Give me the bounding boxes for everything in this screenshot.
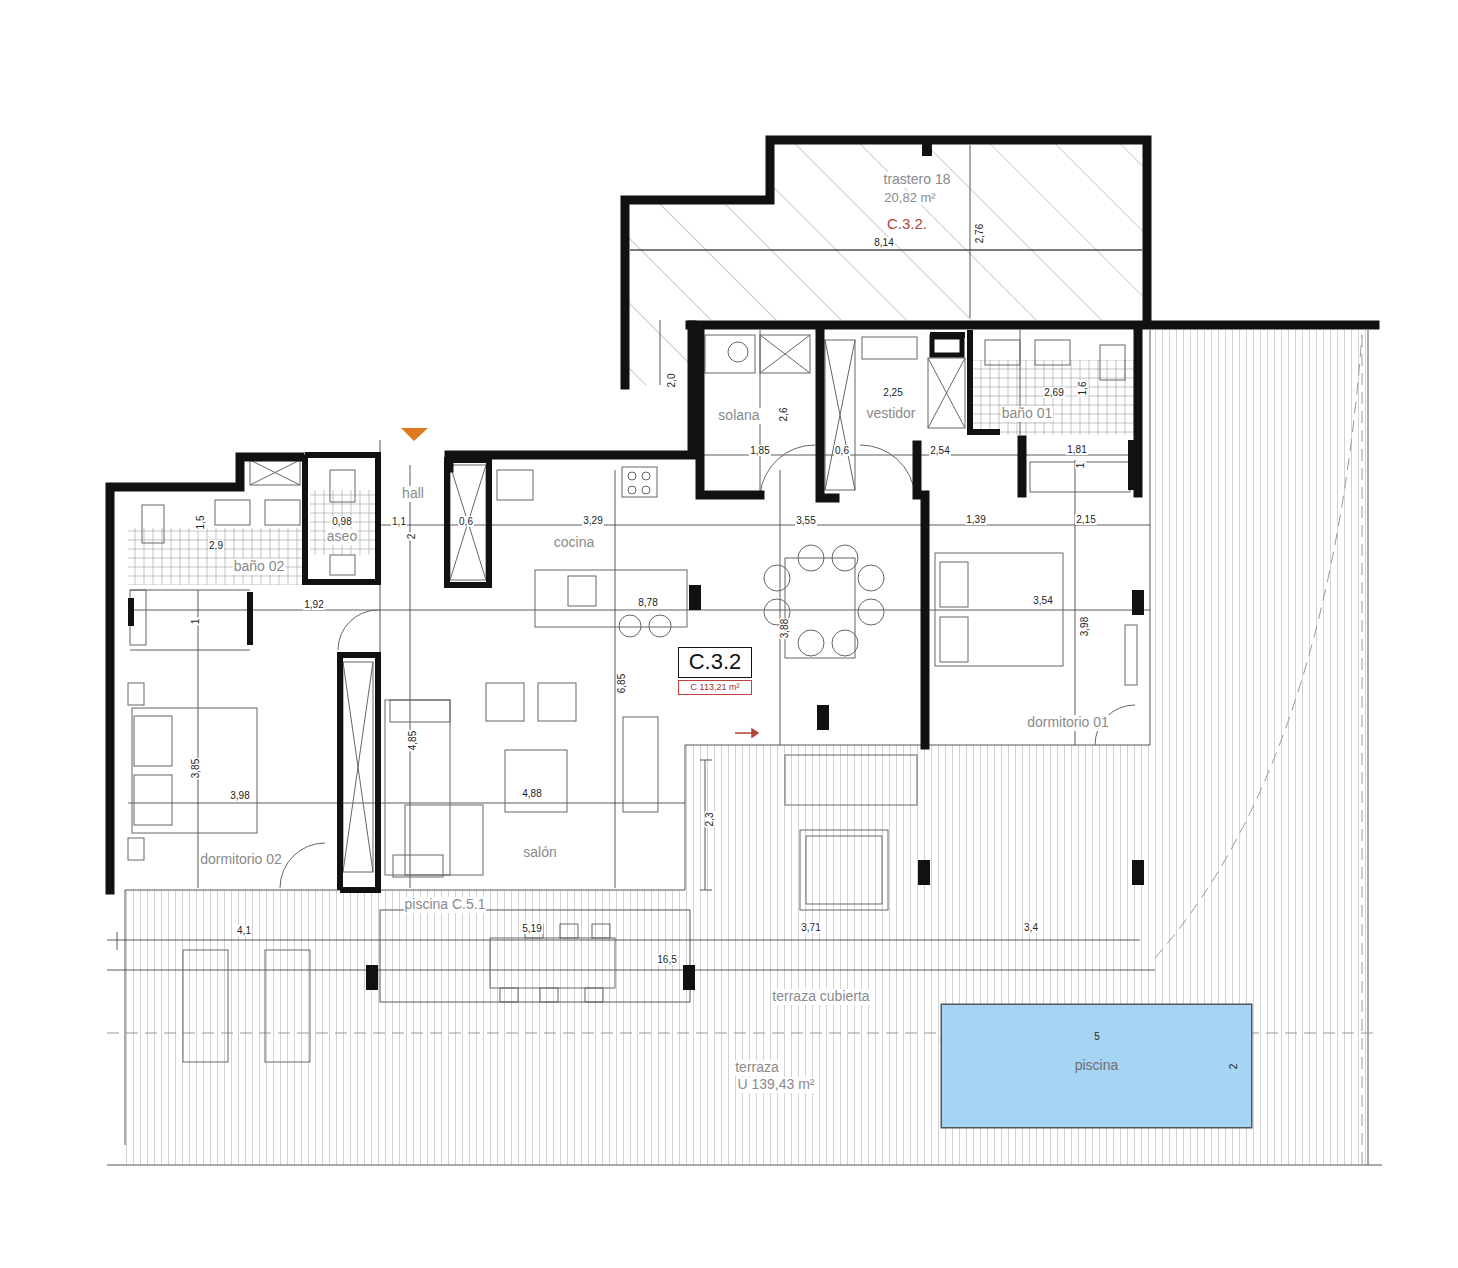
room-name: vestidor bbox=[865, 406, 916, 421]
dimension-label: 1,81 bbox=[1066, 444, 1087, 455]
room-name: solana bbox=[717, 408, 760, 423]
room-name: piscina C.5.1 bbox=[404, 897, 487, 912]
dimension-label: 1,85 bbox=[749, 445, 770, 456]
dimension-label: 2,54 bbox=[929, 445, 950, 456]
columns bbox=[128, 140, 1144, 990]
dimension-label: 8,14 bbox=[873, 237, 894, 248]
dimension-label: 5 bbox=[1093, 1031, 1101, 1042]
dimension-label: 4,88 bbox=[521, 788, 542, 799]
room-name: baño 02 bbox=[233, 559, 286, 574]
furniture bbox=[128, 335, 1137, 1062]
dimension-label: 2,0 bbox=[667, 372, 678, 388]
room-name: dormitorio 01 bbox=[1026, 715, 1110, 730]
dimension-label: 2,6 bbox=[779, 406, 790, 422]
terrace-deck bbox=[125, 330, 1368, 1165]
dimension-label: 16,5 bbox=[656, 954, 677, 965]
dimension-label: 2,76 bbox=[975, 222, 986, 243]
dimension-label: 0,98 bbox=[331, 516, 352, 527]
room-name: U 139,43 m² bbox=[736, 1077, 815, 1092]
node-text: C.3.2 bbox=[689, 650, 742, 674]
dimension-label: 3,54 bbox=[1032, 595, 1053, 606]
room-name: 20,82 m² bbox=[883, 191, 936, 205]
room-name: C.3.2. bbox=[886, 216, 928, 233]
dimension-label: 2,3 bbox=[705, 811, 716, 827]
room-name: terraza cubierta bbox=[771, 989, 870, 1004]
thin-lines bbox=[107, 145, 1382, 1165]
pool-box: piscina bbox=[941, 1004, 1252, 1128]
dimension-label: 1,1 bbox=[391, 516, 407, 527]
dimension-label: 3,4 bbox=[1023, 922, 1039, 933]
dimension-label: 2 bbox=[407, 532, 418, 540]
bath-tiles bbox=[128, 528, 303, 585]
dimension-label: 0,6 bbox=[458, 516, 474, 527]
dimension-label: 3,98 bbox=[229, 790, 250, 801]
dimension-label: 3,88 bbox=[780, 617, 791, 638]
dimension-label: 2,9 bbox=[208, 540, 224, 551]
walls bbox=[250, 330, 1000, 890]
shaft bbox=[932, 337, 962, 355]
dimension-label: 1,6 bbox=[1078, 380, 1089, 396]
dimension-label: 5,19 bbox=[521, 923, 542, 934]
dimension-label: 3,85 bbox=[191, 757, 202, 778]
unit-label-box: C.3.2 bbox=[678, 647, 752, 678]
dimension-label: 1,5 bbox=[196, 514, 207, 530]
room-name: baño 01 bbox=[1001, 406, 1054, 421]
dimension-label: 0,6 bbox=[834, 445, 850, 456]
dimension-label: 4,1 bbox=[236, 925, 252, 936]
node-text: piscina bbox=[1075, 1058, 1119, 1073]
room-name: cocina bbox=[553, 535, 595, 550]
room-name: trastero 18 bbox=[883, 172, 952, 187]
room-name: aseo bbox=[326, 529, 358, 544]
dimension-label: 3,98 bbox=[1080, 615, 1091, 636]
dimension-label: 6,85 bbox=[617, 672, 628, 693]
dimension-label: 1,39 bbox=[965, 514, 986, 525]
dashed-lines bbox=[107, 335, 1380, 1165]
dimension-label: 8,78 bbox=[637, 597, 658, 608]
dimension-label: 3,55 bbox=[795, 515, 816, 526]
dimension-label: 2,15 bbox=[1075, 514, 1096, 525]
pool-water bbox=[941, 1004, 1252, 1128]
dimension-label: 3,29 bbox=[582, 515, 603, 526]
room-name: terraza bbox=[734, 1060, 780, 1075]
dimension-label: 1 bbox=[191, 617, 202, 625]
bath-tiles bbox=[972, 360, 1137, 435]
dimension-label: 3,71 bbox=[800, 922, 821, 933]
dimension-label: 1,92 bbox=[303, 599, 324, 610]
area-tag: C 113,21 m² bbox=[678, 680, 752, 695]
room-name: hall bbox=[401, 486, 425, 501]
entry-arrow bbox=[735, 729, 758, 737]
dimension-lines bbox=[107, 250, 1252, 1128]
dimension-label: 4,85 bbox=[408, 729, 419, 750]
bath-tiles bbox=[310, 490, 375, 555]
dimension-label: 2 bbox=[1229, 1062, 1240, 1070]
room-name: dormitorio 02 bbox=[199, 852, 283, 867]
dimension-label: 2,25 bbox=[882, 387, 903, 398]
walls bbox=[110, 140, 1375, 890]
entrance-marker bbox=[401, 428, 428, 441]
dimension-label: 2,69 bbox=[1043, 387, 1064, 398]
dimension-label: 1 bbox=[1076, 461, 1087, 469]
node-text: C 113,21 m² bbox=[691, 683, 740, 693]
room-name: salón bbox=[522, 845, 557, 860]
